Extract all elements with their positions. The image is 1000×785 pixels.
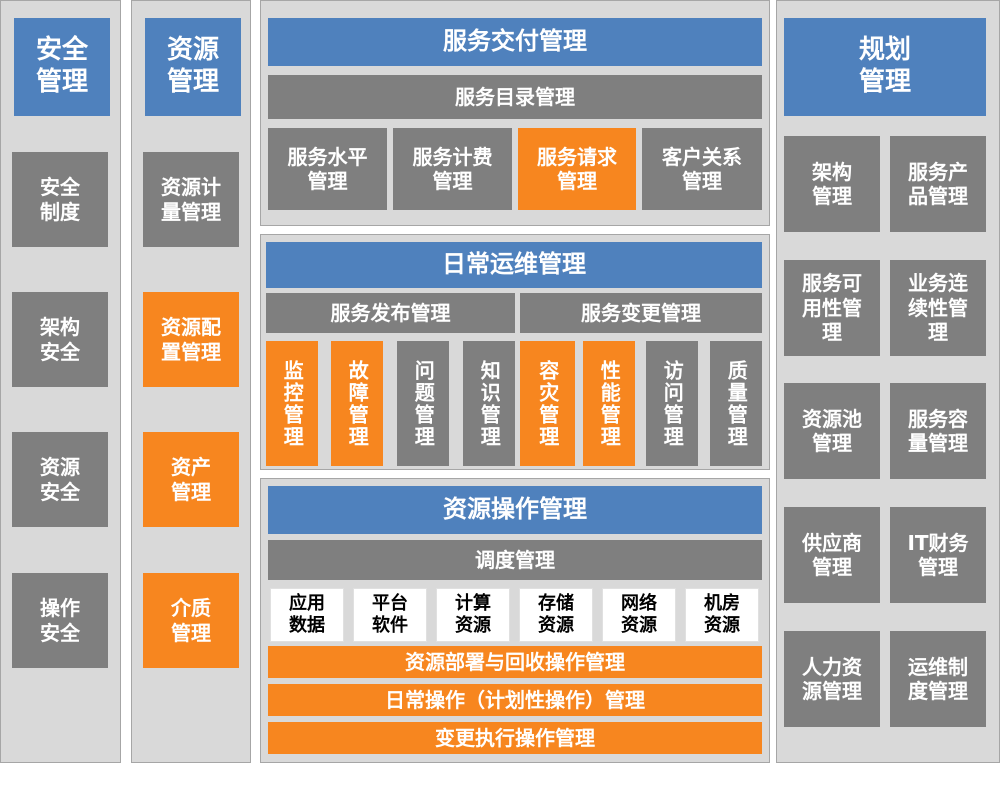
- access-management: 访问管理: [646, 341, 698, 466]
- monitoring-management: 监控管理: [266, 341, 318, 466]
- service-release: 服务发布管理: [266, 293, 515, 333]
- operation-security: 操作安全: [12, 573, 108, 668]
- planned-daily-ops: 日常操作（计划性操作）管理: [268, 684, 762, 716]
- change-execution-ops: 变更执行操作管理: [268, 722, 762, 754]
- service-level: 服务水平管理: [268, 128, 387, 210]
- ops-policy-management: 运维制度管理: [890, 631, 986, 727]
- planning-title: 规划 管理: [784, 18, 986, 116]
- security-title: 安全 管理: [14, 18, 110, 116]
- datacenter-resources: 机房资源: [685, 588, 759, 642]
- service-request: 服务请求管理: [518, 128, 636, 210]
- deploy-reclaim-ops: 资源部署与回收操作管理: [268, 646, 762, 678]
- storage-resources: 存储资源: [519, 588, 593, 642]
- service-billing: 服务计费管理: [393, 128, 512, 210]
- capacity-management: 服务容量管理: [890, 383, 986, 479]
- scheduling-management: 调度管理: [268, 540, 762, 580]
- knowledge-management: 知识管理: [463, 341, 515, 466]
- problem-management: 问题管理: [397, 341, 449, 466]
- compute-resources: 计算资源: [436, 588, 510, 642]
- architecture-security: 架构安全: [12, 292, 108, 387]
- media-management: 介质管理: [143, 573, 239, 668]
- resource-title: 资源 管理: [145, 18, 241, 116]
- resource-security: 资源安全: [12, 432, 108, 527]
- delivery-title: 服务交付管理: [268, 18, 762, 66]
- platform-software: 平台软件: [353, 588, 427, 642]
- supplier-management: 供应商管理: [784, 507, 880, 603]
- resource-pool-management: 资源池管理: [784, 383, 880, 479]
- resource-configuration: 资源配置管理: [143, 292, 239, 387]
- service-change: 服务变更管理: [520, 293, 762, 333]
- performance-management: 性能管理: [583, 341, 635, 466]
- availability-management: 服务可用性管理: [784, 260, 880, 356]
- architecture-management: 架构管理: [784, 136, 880, 232]
- quality-management: 质量管理: [710, 341, 762, 466]
- operations-title: 日常运维管理: [266, 242, 762, 288]
- service-product-management: 服务产品管理: [890, 136, 986, 232]
- disaster-recovery-management: 容灾管理: [520, 341, 575, 466]
- human-resource-management: 人力资源管理: [784, 631, 880, 727]
- service-catalog: 服务目录管理: [268, 75, 762, 119]
- incident-management: 故障管理: [331, 341, 383, 466]
- application-data: 应用数据: [270, 588, 344, 642]
- resource-ops-title: 资源操作管理: [268, 486, 762, 534]
- it-finance-management: IT财务管理: [890, 507, 986, 603]
- customer-relations: 客户关系管理: [642, 128, 762, 210]
- resource-metering: 资源计量管理: [143, 152, 239, 247]
- business-continuity-management: 业务连续性管理: [890, 260, 986, 356]
- security-policy: 安全制度: [12, 152, 108, 247]
- network-resources: 网络资源: [602, 588, 676, 642]
- asset-management: 资产管理: [143, 432, 239, 527]
